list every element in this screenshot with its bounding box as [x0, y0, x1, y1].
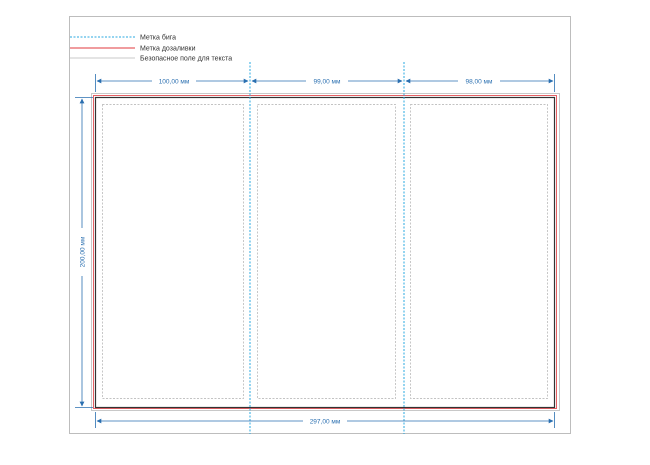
outer-frame	[69, 16, 571, 434]
bleed-line	[93, 95, 557, 409]
safe-zone-left	[102, 104, 244, 399]
legend: Метка бига Метка дозаливки Безопасное по…	[70, 34, 232, 63]
dim-panel-left-label: 100,00 мм	[159, 79, 190, 86]
legend-bleed-label: Метка дозаливки	[140, 46, 196, 53]
legend-fold-label: Метка бига	[140, 34, 176, 42]
legend-safe-label: Безопасное поле для текста	[140, 56, 232, 63]
safe-zone-right	[410, 104, 548, 399]
page-outline	[91, 93, 560, 411]
safe-zone-middle	[257, 104, 396, 399]
dim-panel-right-label: 98,00 мм	[465, 79, 493, 86]
dim-height-label: 200,00 мм	[80, 236, 87, 267]
dim-total-label: 297,00 мм	[310, 419, 341, 426]
dim-panel-middle-label: 99,00 мм	[313, 79, 341, 86]
trim-edge	[94, 96, 556, 409]
